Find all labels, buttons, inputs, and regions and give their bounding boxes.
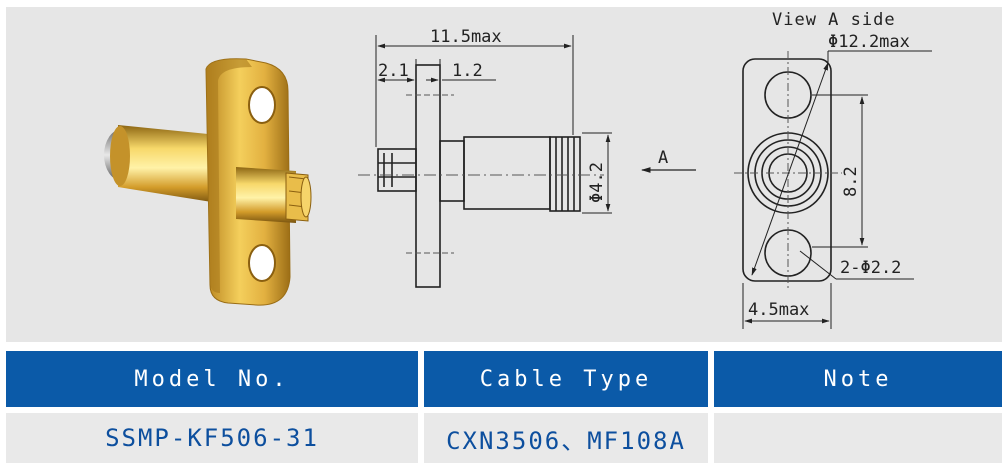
spec-table: Model No. Cable Type Note SSMP-KF506-31 …	[6, 351, 1002, 463]
dim-overall-length: 11.5max	[375, 27, 574, 147]
end-hole-bottom	[764, 229, 812, 277]
sleeve-end	[110, 126, 130, 186]
dim-overall-length-label: 11.5max	[430, 27, 502, 47]
header-note: Note	[714, 351, 1002, 407]
dim-flange-left-label: 2.1	[378, 61, 409, 81]
end-flange	[742, 58, 832, 282]
dim-hole-spacing: 8.2	[812, 94, 868, 248]
dim-hole-diameter: 2-Φ2.2	[799, 250, 914, 280]
dim-hole-spacing-label: 8.2	[841, 166, 861, 197]
side-view	[377, 64, 581, 288]
side-step	[439, 140, 465, 202]
view-arrow: A	[641, 148, 696, 173]
dim-flange-width-label: 4.5max	[748, 300, 809, 320]
cell-model-no: SSMP-KF506-31	[6, 413, 418, 463]
side-body	[463, 136, 551, 210]
view-arrow-label: A	[658, 148, 668, 168]
technical-drawing: 11.5max 2.1 1.2 Φ4.2 A View A side	[104, 10, 932, 329]
flange-edge	[206, 58, 252, 293]
connector-photo	[104, 58, 312, 306]
front-body	[236, 167, 296, 223]
snap-tip	[300, 176, 312, 218]
gold-sleeve	[118, 125, 218, 203]
cell-cable-type: CXN3506、MF108A	[424, 413, 708, 463]
side-front	[549, 136, 581, 212]
dim-flange-diameter-label: Φ12.2max	[828, 32, 910, 52]
dim-flange: 2.1 1.2	[377, 59, 496, 83]
header-model-no: Model No.	[6, 351, 418, 407]
dim-hole-diameter-label: 2-Φ2.2	[840, 258, 901, 278]
header-cable-type: Cable Type	[424, 351, 708, 407]
dim-flange-thickness-label: 1.2	[452, 61, 483, 81]
dim-flange-diameter: Φ12.2max	[751, 32, 932, 276]
side-flange	[415, 64, 441, 288]
cell-note	[714, 413, 1002, 463]
mounting-hole-top	[248, 86, 276, 124]
dim-flange-width: 4.5max	[742, 283, 832, 329]
view-a-label: View A side	[772, 10, 896, 30]
dim-body-diameter-label: Φ4.2	[587, 162, 607, 203]
mounting-hole-bottom	[248, 244, 276, 282]
dim-body-diameter: Φ4.2	[582, 132, 612, 214]
side-snap	[377, 148, 417, 192]
drawing-panel: 11.5max 2.1 1.2 Φ4.2 A View A side	[6, 7, 1002, 342]
